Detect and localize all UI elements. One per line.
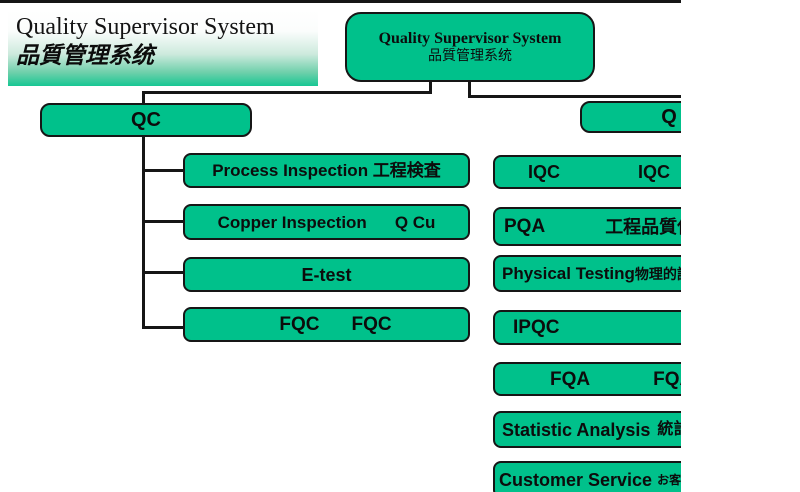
- node-iqc: IQC IQC: [493, 155, 681, 189]
- connector-root-left-stub: [429, 82, 432, 94]
- slide-title-jp: 品質管理系统: [16, 43, 154, 68]
- connector-branch-4: [142, 326, 185, 329]
- node-ipqc-label: IPQC: [513, 317, 560, 338]
- connector-right-horizontal: [468, 95, 681, 98]
- node-pqa-label-jp: 工程品質保: [605, 216, 681, 237]
- node-pqa-label-en: PQA: [504, 216, 546, 237]
- node-e-test: E-test: [183, 257, 470, 292]
- node-iqc-label-en: IQC: [528, 162, 561, 182]
- node-copper-inspection-label: Copper Inspection: [217, 212, 367, 232]
- node-root-label-en: Quality Supervisor System: [378, 29, 562, 47]
- node-qa: Q: [580, 101, 681, 133]
- node-copper-inspection: Copper Inspection Q Cu: [183, 204, 470, 240]
- slide-area: Quality Supervisor System 品質管理系统 Quality…: [0, 0, 681, 492]
- slide-title-en: Quality Supervisor System: [16, 14, 275, 40]
- node-process-inspection: Process Inspection 工程検査: [183, 153, 470, 188]
- node-statistic-analysis-label-en: Statistic Analysis: [502, 419, 651, 440]
- connector-qc-drop: [142, 91, 145, 105]
- connector-qc-trunk: [142, 137, 145, 329]
- node-process-inspection-label: Process Inspection 工程検査: [212, 161, 441, 180]
- connector-left-horizontal: [142, 91, 432, 94]
- node-e-test-label: E-test: [301, 264, 352, 285]
- connector-root-right-stub: [468, 82, 471, 98]
- node-fqc: FQC FQC: [183, 307, 470, 342]
- node-fqa: FQA FQA: [493, 362, 681, 396]
- node-fqa-label-en: FQA: [550, 368, 591, 390]
- node-fqc-label-en: FQC: [279, 314, 320, 335]
- node-qa-label: Q: [661, 106, 677, 128]
- node-pqa: PQA 工程品質保: [493, 207, 681, 246]
- node-customer-service-label-jp: お客サー: [657, 472, 681, 487]
- connector-branch-2: [142, 220, 185, 223]
- node-root: Quality Supervisor System 品質管理系统: [345, 12, 595, 82]
- node-physical-testing-label-jp: 物理的試: [634, 265, 681, 282]
- node-customer-service: Customer Service お客サー: [493, 461, 681, 492]
- node-ipqc: IPQC: [493, 310, 681, 345]
- node-customer-service-label-en: Customer Service: [499, 469, 653, 490]
- node-copper-inspection-code: Q Cu: [394, 212, 436, 232]
- node-physical-testing-label-en: Physical Testing: [502, 264, 635, 283]
- top-rule: [0, 0, 681, 3]
- node-statistic-analysis-label-jp: 統計: [657, 420, 681, 438]
- node-statistic-analysis: Statistic Analysis 統計: [493, 411, 681, 448]
- node-fqc-label-2: FQC: [351, 314, 392, 335]
- connector-branch-1: [142, 169, 185, 172]
- node-physical-testing: Physical Testing 物理的試: [493, 255, 681, 292]
- slide-title-banner: Quality Supervisor System 品質管理系统: [8, 10, 318, 86]
- node-qc-label: QC: [131, 109, 161, 131]
- node-fqa-label-2: FQA: [653, 368, 681, 390]
- node-iqc-label-2: IQC: [638, 162, 671, 182]
- node-qc: QC: [40, 103, 252, 137]
- node-root-label-jp: 品質管理系统: [428, 48, 512, 64]
- connector-branch-3: [142, 271, 185, 274]
